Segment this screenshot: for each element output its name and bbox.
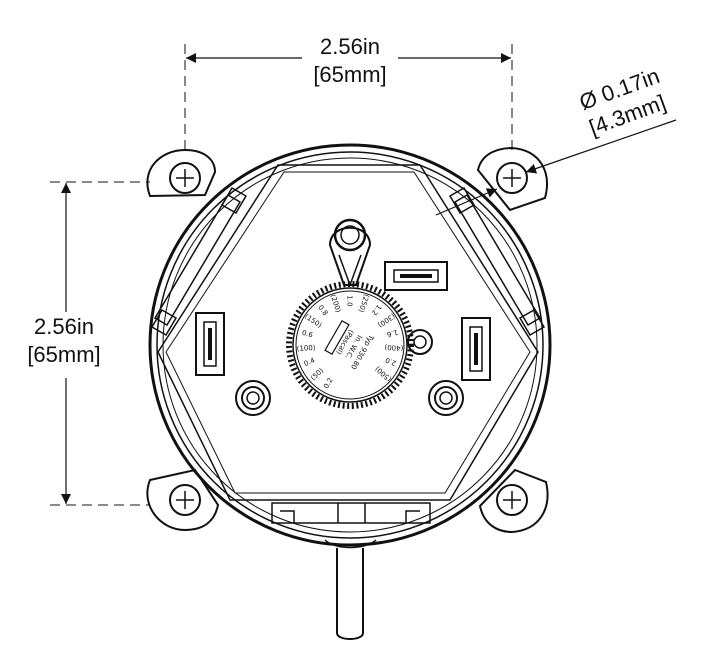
terminal-right	[461, 317, 491, 381]
adjustment-lever	[328, 218, 372, 288]
boss-left	[235, 380, 271, 416]
dial-scale-mark: 0.8	[316, 304, 329, 318]
inner-panel	[157, 164, 539, 501]
dial-scale: 0.2(50)0.4(100)0.6(150)0.8(200)1.0(250)1…	[296, 293, 403, 390]
dial-scale-mark: (200)	[329, 293, 343, 314]
boss-right	[428, 380, 464, 416]
mounting-ear-bottom-right	[478, 468, 549, 534]
dial-scale-mark: 0.4	[303, 356, 317, 368]
dial-scale-mark: 1.6	[385, 328, 398, 339]
housing	[148, 143, 552, 547]
small-knob	[407, 329, 433, 355]
dial-scale-mark: 1.0	[346, 295, 354, 306]
dial-scale-mark: (100)	[296, 344, 316, 353]
dial-scale-mark: 1.2	[370, 303, 383, 317]
bottom-bracket	[271, 502, 431, 524]
dial-scale-mark: 0.6	[301, 329, 314, 340]
mounting-ear-top-right	[476, 146, 548, 212]
mounting-ear-bottom-left	[146, 468, 220, 532]
hole-dimension: Ø 0.17in [4.3mm]	[435, 63, 677, 216]
width-mm-label: [65mm]	[313, 62, 386, 87]
terminal-left	[195, 312, 225, 376]
dial-scale-mark: (400)	[384, 343, 404, 352]
dial-scale-mark: 0.2	[322, 377, 334, 391]
pressure-tube	[324, 539, 377, 640]
mounting-hole	[496, 162, 528, 194]
dial-scale-mark: (150)	[303, 312, 323, 329]
height-dimension: 2.56in [65mm]	[27, 181, 150, 506]
dial-scale-mark: (500)	[374, 364, 394, 383]
terminal-top	[384, 261, 448, 291]
height-inch-label: 2.56in	[34, 314, 94, 339]
width-dimension: 2.56in [65mm]	[184, 34, 513, 150]
side-slot-right	[448, 186, 546, 337]
width-inch-label: 2.56in	[320, 34, 380, 59]
dial-scale-mark: 2.0	[384, 356, 397, 368]
mounting-ear-top-left	[146, 148, 217, 198]
dial-scale-mark: (50)	[309, 366, 325, 382]
side-slot-left	[150, 186, 248, 337]
dial-scale-mark: (250)	[357, 293, 371, 314]
setpoint-dial[interactable]: 0.2(50)0.4(100)0.6(150)0.8(200)1.0(250)1…	[286, 281, 414, 409]
height-mm-label: [65mm]	[27, 342, 100, 367]
